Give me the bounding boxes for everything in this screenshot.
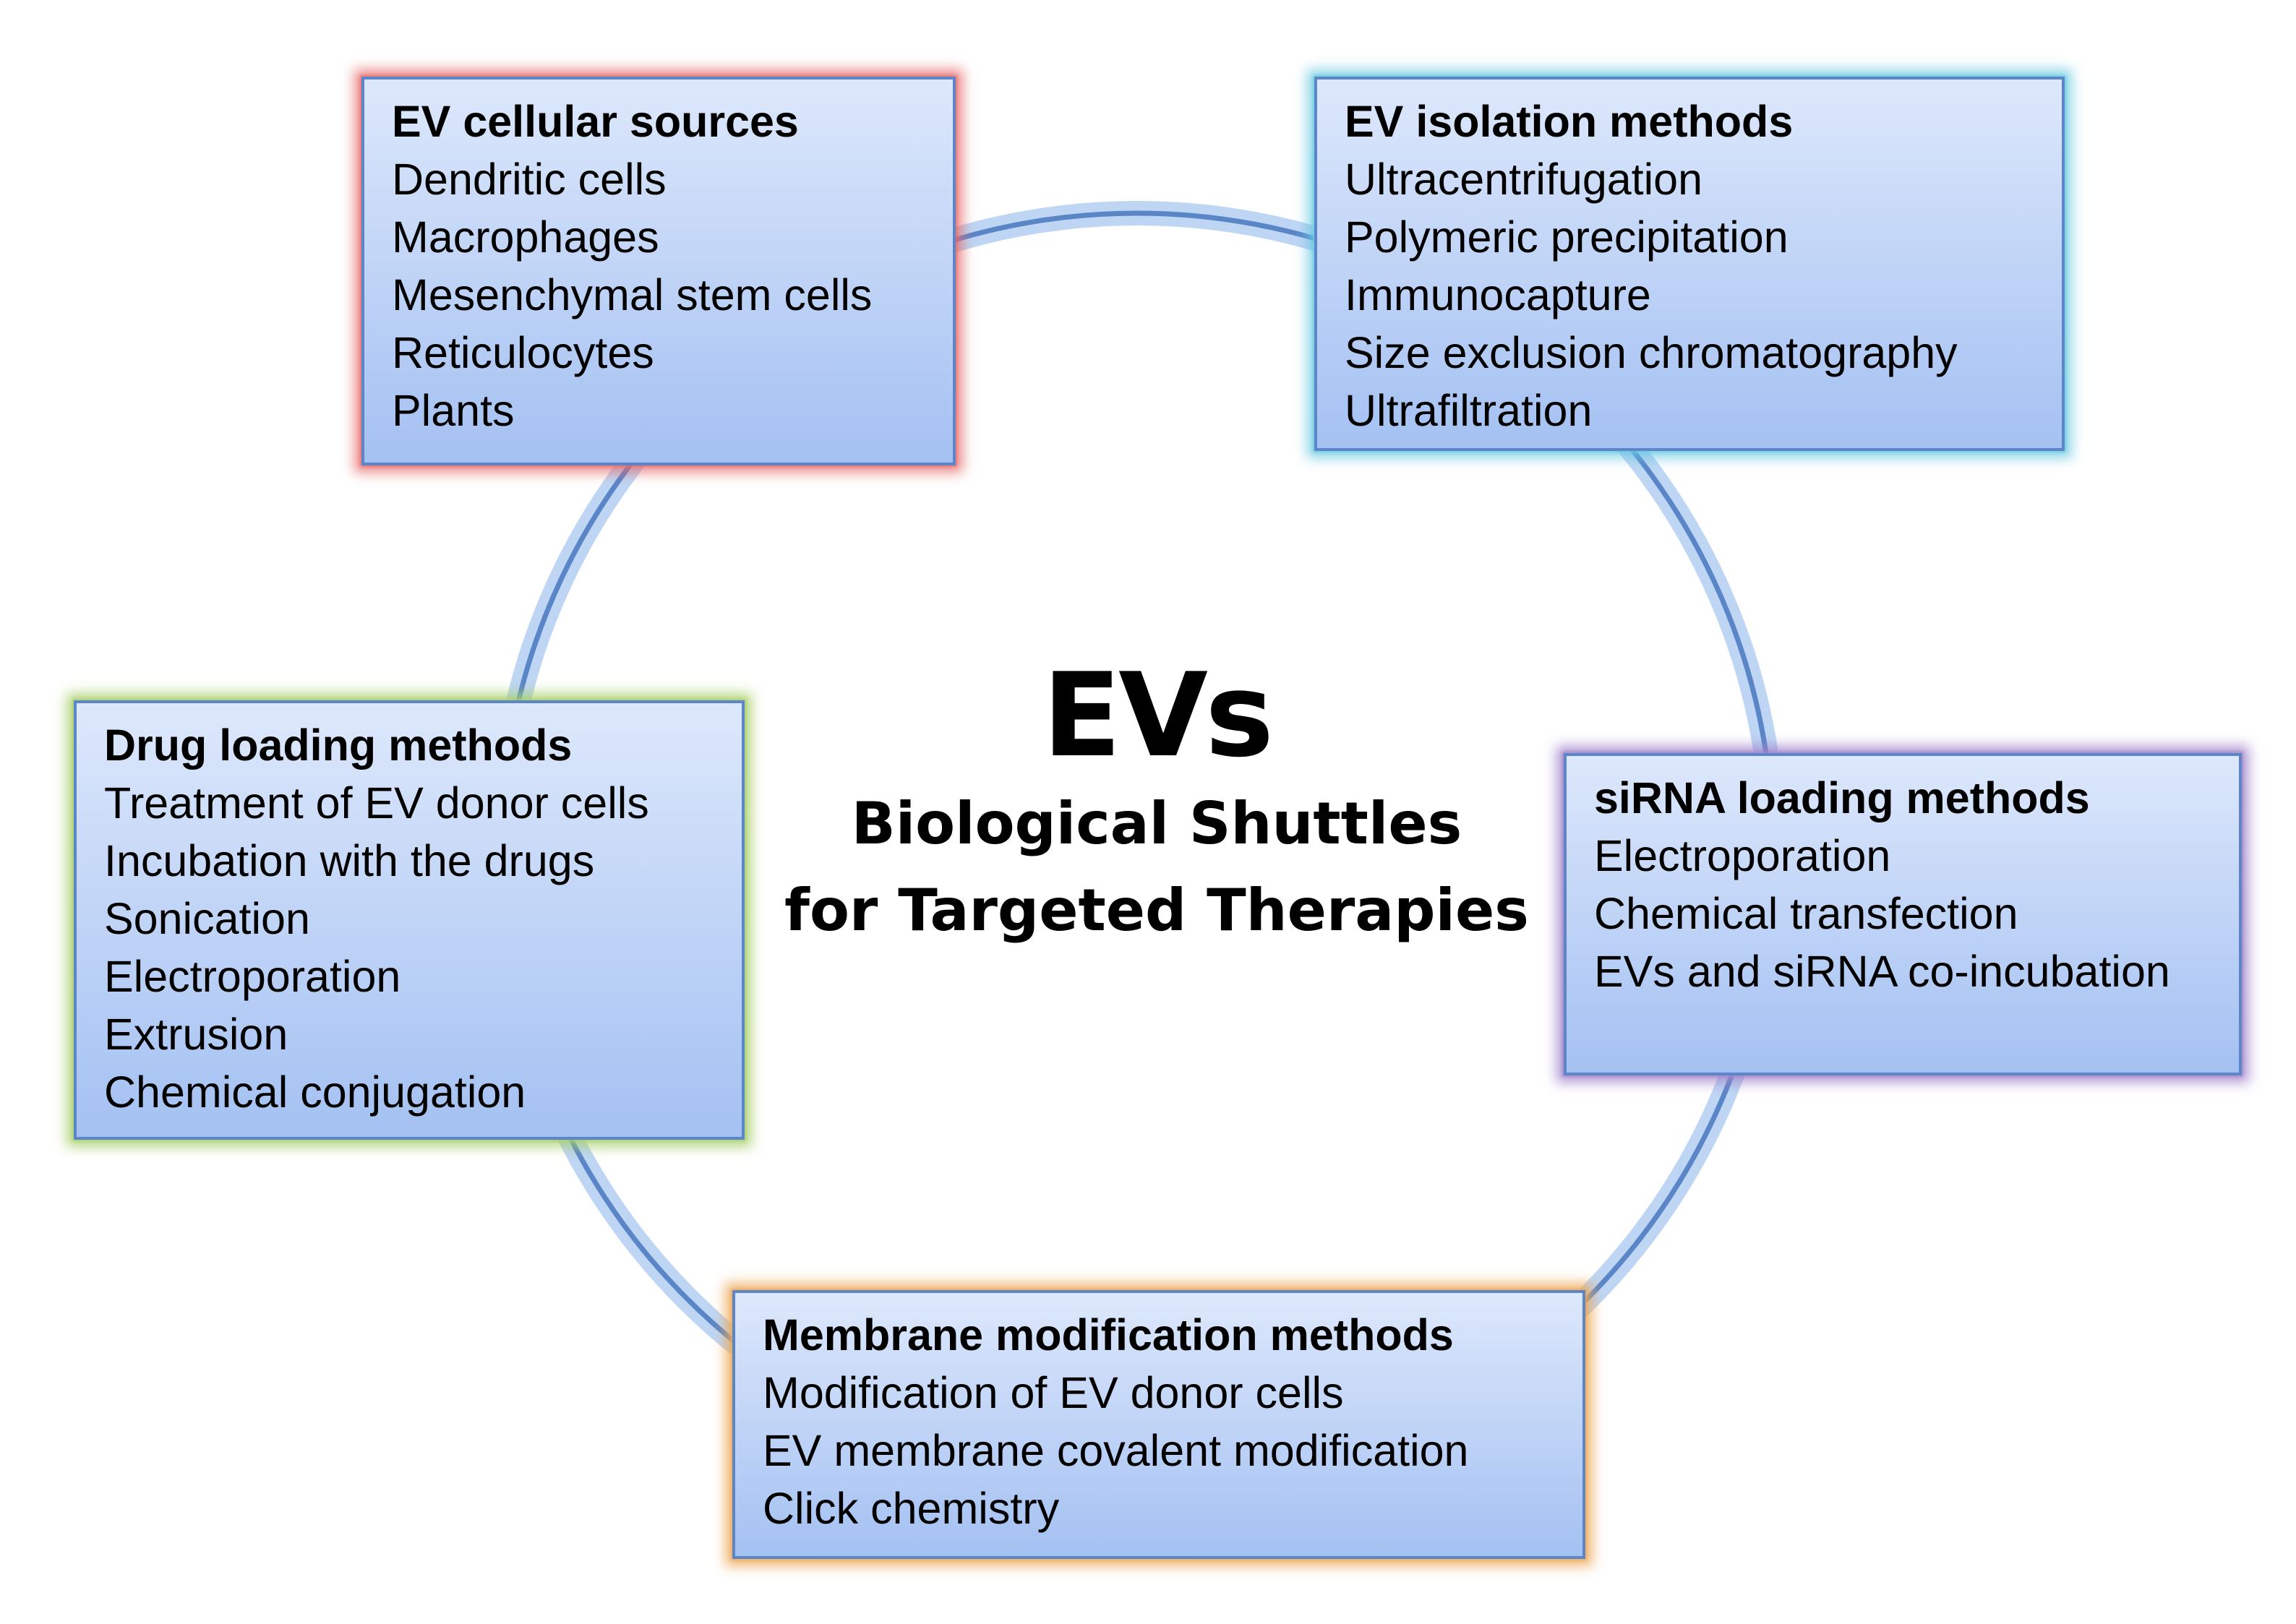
- center-subtitle-line-2: for Targeted Therapies: [784, 877, 1529, 944]
- list-item: Ultracentrifugation: [1345, 155, 1703, 204]
- list-item: Chemical conjugation: [104, 1067, 526, 1117]
- list-item: Polymeric precipitation: [1345, 212, 1789, 262]
- list-item: Treatment of EV donor cells: [104, 778, 649, 828]
- drug-loading-methods-list: Treatment of EV donor cells Incubation w…: [104, 774, 727, 1121]
- list-item: Click chemistry: [763, 1484, 1060, 1533]
- drug-loading-methods-title: Drug loading methods: [104, 721, 573, 770]
- list-item: Immunocapture: [1345, 270, 1651, 319]
- list-item: Sonication: [104, 894, 310, 943]
- list-item: Dendritic cells: [392, 155, 667, 204]
- list-item: EVs and siRNA co-incubation: [1594, 947, 2170, 996]
- list-item: Mesenchymal stem cells: [392, 270, 873, 319]
- sirna-loading-methods-box: siRNA loading methods Electroporation Ch…: [1564, 753, 2242, 1075]
- sirna-loading-methods-list: Electroporation Chemical transfection EV…: [1594, 827, 2224, 1000]
- list-item: Extrusion: [104, 1010, 288, 1059]
- list-item: Modification of EV donor cells: [763, 1368, 1344, 1417]
- ev-isolation-methods-box: EV isolation methods Ultracentrifugation…: [1314, 77, 2065, 451]
- list-item: Size exclusion chromatography: [1345, 328, 1958, 377]
- sirna-loading-methods-title: siRNA loading methods: [1594, 773, 2090, 822]
- center-subtitle-line-1: Biological Shuttles: [851, 790, 1462, 857]
- ev-cellular-sources-title: EV cellular sources: [392, 97, 799, 146]
- ev-cellular-sources-box: EV cellular sources Dendritic cells Macr…: [361, 77, 956, 465]
- drug-loading-methods-box: Drug loading methods Treatment of EV don…: [74, 700, 745, 1140]
- ev-isolation-methods-title: EV isolation methods: [1345, 97, 1794, 146]
- list-item: Reticulocytes: [392, 328, 654, 377]
- ev-cellular-sources-list: Dendritic cells Macrophages Mesenchymal …: [392, 150, 938, 439]
- list-item: Incubation with the drugs: [104, 836, 595, 885]
- list-item: Plants: [392, 386, 515, 435]
- list-item: Chemical transfection: [1594, 889, 2018, 938]
- membrane-modification-methods-list: Modification of EV donor cells EV membra…: [763, 1364, 1568, 1537]
- list-item: Electroporation: [1594, 831, 1891, 880]
- list-item: Ultrafiltration: [1345, 386, 1593, 435]
- list-item: EV membrane covalent modification: [763, 1426, 1469, 1475]
- center-title: EVs: [1042, 648, 1274, 783]
- ev-isolation-methods-list: Ultracentrifugation Polymeric precipitat…: [1345, 150, 2047, 439]
- list-item: Macrophages: [392, 212, 659, 262]
- center-label: EVs Biological Shuttles for Targeted The…: [781, 650, 1533, 954]
- list-item: Electroporation: [104, 952, 401, 1001]
- membrane-modification-methods-title: Membrane modification methods: [763, 1310, 1454, 1359]
- membrane-modification-methods-box: Membrane modification methods Modificati…: [732, 1290, 1585, 1559]
